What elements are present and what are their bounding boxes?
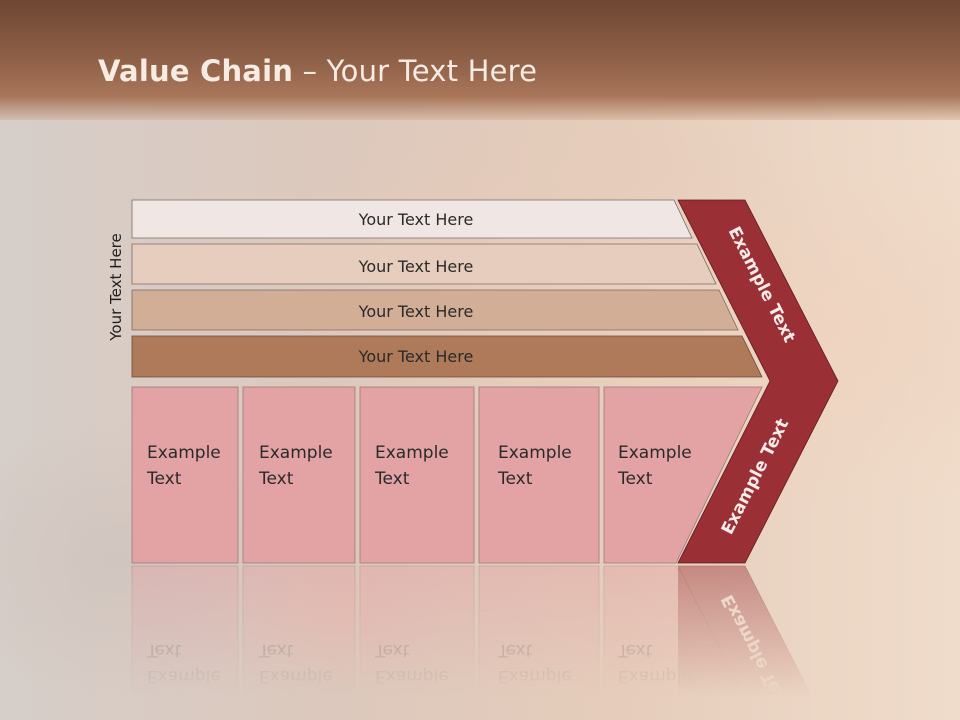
bar-row-3: Your Text Here (131, 289, 739, 331)
column-5-box (603, 386, 763, 564)
column-1-box (131, 386, 239, 564)
diagram-main: Your Text Here Your Text Here Your Text … (131, 199, 839, 564)
reflection-chevron-lower (677, 565, 825, 720)
column-3-box (359, 386, 475, 564)
bar-1-label: Your Text Here (358, 210, 474, 229)
reflection-column-3 (359, 565, 475, 720)
reflection-column-1-line2: Text (146, 640, 182, 660)
column-2: Example Text (242, 386, 356, 564)
slide-title: Value Chain – Your Text Here (98, 54, 537, 88)
column-5-line2: Text (617, 469, 653, 489)
reflection-column-4-line2: Text (497, 640, 533, 660)
bar-2-shape (131, 243, 717, 285)
column-2-box (242, 386, 356, 564)
reflection-column-4 (478, 565, 600, 720)
bar-row-2: Your Text Here (131, 243, 717, 285)
column-4-box (478, 386, 600, 564)
bar-3-label: Your Text Here (358, 302, 474, 321)
title-band (0, 0, 960, 120)
column-5-line1: Example (618, 443, 692, 463)
bar-4-label: Your Text Here (358, 347, 474, 366)
column-4-line1: Example (498, 443, 572, 463)
column-1-line2: Text (146, 469, 182, 489)
bar-4-shape (131, 335, 763, 378)
column-5: Example Text (603, 386, 763, 564)
reflection-column-1-line1: Example (147, 666, 221, 686)
column-3-line1: Example (375, 443, 449, 463)
column-1: Example Text (131, 386, 239, 564)
reflection-chevron (678, 566, 767, 720)
column-1-line1: Example (147, 443, 221, 463)
column-2-line2: Text (258, 469, 294, 489)
reflection-column-3-line1: Example (375, 666, 449, 686)
reflection-column-1 (131, 565, 239, 720)
column-3-line2: Text (374, 469, 410, 489)
reflection-column-5-line1: Example (618, 666, 692, 686)
reflection-column-3-line2: Text (374, 640, 410, 660)
title-rest: – Your Text Here (293, 54, 538, 88)
reflection-column-2 (242, 565, 356, 720)
bar-row-1: Your Text Here (131, 199, 693, 239)
column-4-line2: Text (497, 469, 533, 489)
column-3: Example Text (359, 386, 475, 564)
bar-row-4: Your Text Here (131, 335, 763, 378)
bar-1-shape (131, 199, 693, 239)
reflection-column-5 (603, 565, 752, 720)
reflection-column-2-line1: Example (259, 666, 333, 686)
chevron-shape (677, 199, 839, 564)
bar-3-shape (131, 289, 739, 331)
reflection-column-5-line2: Text (617, 640, 653, 660)
bar-2-label: Your Text Here (358, 257, 474, 276)
column-2-line1: Example (259, 443, 333, 463)
diagram-reflection: Example Text Example Text Example Text E… (131, 565, 825, 720)
column-4: Example Text (478, 386, 600, 564)
reflection-column-4-line1: Example (498, 666, 572, 686)
reflection-column-2-line2: Text (258, 640, 294, 660)
title-bold: Value Chain (98, 54, 294, 88)
